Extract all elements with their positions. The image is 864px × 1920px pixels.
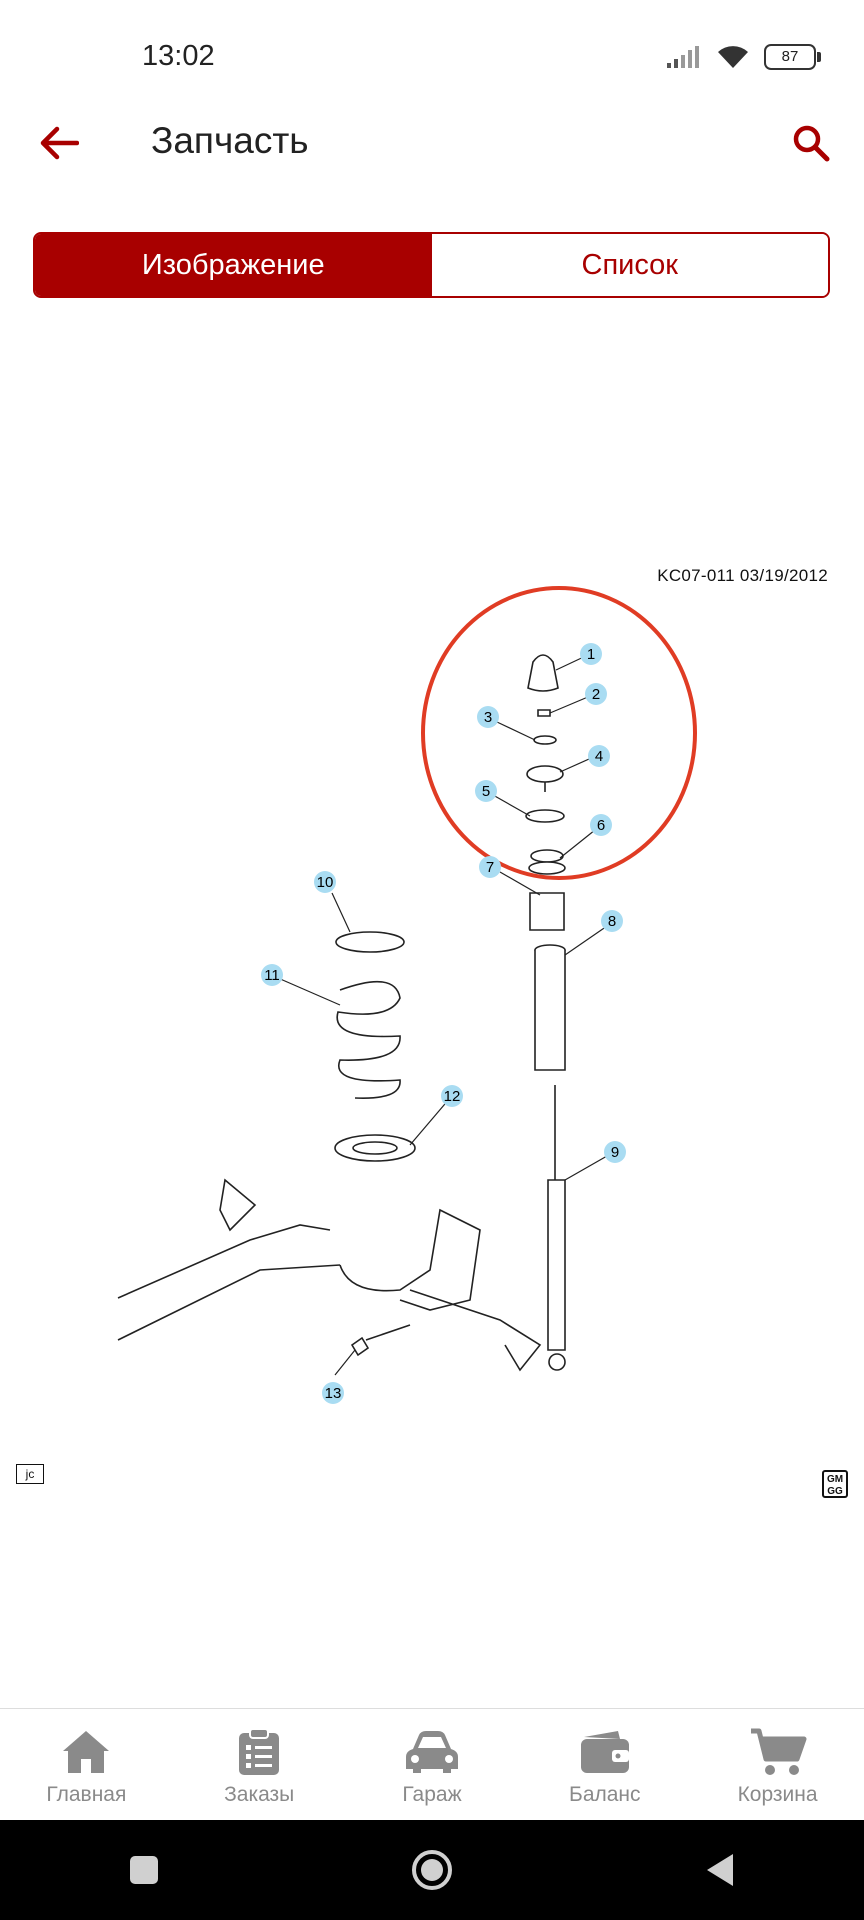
triangle-back-icon [707, 1854, 733, 1886]
svg-text:8: 8 [608, 913, 616, 930]
nav-cart-label: Корзина [737, 1783, 818, 1806]
part-10-seat [335, 931, 405, 953]
callout-1: 1 [580, 643, 602, 665]
back-button[interactable] [30, 114, 88, 172]
nav-home-label: Главная [46, 1783, 127, 1806]
wifi-icon [718, 46, 748, 68]
home-icon [63, 1731, 110, 1773]
wallet-icon [580, 1731, 629, 1773]
nav-garage-label: Гараж [402, 1783, 462, 1806]
part-13-bolt [350, 1324, 411, 1357]
part-11-spring [336, 980, 401, 1099]
status-icons: 87 [666, 42, 821, 72]
callouts: 1 2 3 4 5 6 7 8 9 10 11 12 13 [261, 643, 626, 1404]
car-icon [405, 1731, 458, 1773]
svg-text:9: 9 [611, 1144, 619, 1161]
square-icon [130, 1856, 158, 1884]
svg-text:10: 10 [317, 874, 334, 891]
nav-balance[interactable]: Баланс [518, 1709, 691, 1821]
view-switcher: Изображение Список [33, 232, 830, 298]
callout-6: 6 [590, 814, 612, 836]
bottom-nav: Главная Заказы Гараж Баланс [0, 1708, 864, 1821]
svg-text:1: 1 [587, 646, 595, 663]
svg-text:2: 2 [592, 686, 600, 703]
callout-7: 7 [479, 856, 501, 878]
part-8-boot [534, 950, 566, 1071]
back-system-button[interactable] [690, 1840, 750, 1900]
diagram-lines [117, 654, 566, 1372]
tab-image[interactable]: Изображение [35, 234, 432, 296]
battery-icon: 87 [764, 44, 821, 70]
callout-10: 10 [314, 871, 336, 893]
nav-cart[interactable]: Корзина [691, 1709, 864, 1821]
callout-12: 12 [441, 1085, 463, 1107]
svg-text:11: 11 [264, 967, 280, 984]
part-3-washer [533, 735, 557, 745]
svg-text:4: 4 [595, 748, 603, 765]
circle-icon [412, 1850, 452, 1890]
callout-11: 11 [261, 964, 283, 986]
page-title: Запчасть [151, 120, 309, 161]
app-bar: Запчасть [0, 100, 864, 186]
parts-diagram: 1 2 3 4 5 6 7 8 9 10 11 12 13 [117, 586, 697, 1404]
callout-13: 13 [322, 1382, 344, 1404]
home-system-button[interactable] [402, 1840, 462, 1900]
part-1-cap [527, 654, 559, 692]
part-12-lower-seat [334, 1134, 416, 1162]
signal-icon [667, 46, 699, 68]
status-time: 13:02 [142, 40, 215, 72]
cart-icon [750, 1728, 807, 1775]
part-4-mount [526, 765, 564, 783]
callout-3: 3 [477, 706, 499, 728]
callout-2: 2 [585, 683, 607, 705]
tab-list[interactable]: Список [431, 234, 828, 296]
svg-text:5: 5 [482, 783, 490, 800]
status-bar: 13:02 87 [0, 0, 864, 115]
search-button[interactable] [782, 114, 840, 172]
orders-icon [239, 1728, 280, 1775]
nav-balance-label: Баланс [569, 1783, 641, 1806]
svg-text:3: 3 [484, 709, 492, 726]
svg-text:6: 6 [597, 817, 605, 834]
svg-text:12: 12 [444, 1088, 461, 1105]
highlight-ring [421, 586, 697, 880]
nav-garage[interactable]: Гараж [346, 1709, 519, 1821]
axle-beam [117, 1178, 341, 1341]
system-nav [0, 1820, 864, 1920]
part-7-bumper [529, 892, 565, 931]
callout-4: 4 [588, 745, 610, 767]
nav-orders-label: Заказы [224, 1783, 295, 1806]
recent-apps-button[interactable] [114, 1840, 174, 1900]
diagram-corner-mark: jc [16, 1464, 44, 1484]
callout-9: 9 [604, 1141, 626, 1163]
callout-8: 8 [601, 910, 623, 932]
part-2-nut [537, 709, 551, 717]
arrow-left-icon [40, 126, 79, 160]
part-5-plate [525, 809, 565, 823]
svg-text:7: 7 [486, 859, 494, 876]
callout-5: 5 [475, 780, 497, 802]
search-icon [793, 125, 830, 162]
diagram-code: KC07-011 03/19/2012 [657, 566, 828, 585]
svg-text:13: 13 [325, 1385, 342, 1402]
part-6-bearing [530, 849, 564, 863]
nav-home[interactable]: Главная [0, 1709, 173, 1821]
part-9-shock [547, 1179, 566, 1351]
nav-orders[interactable]: Заказы [173, 1709, 346, 1821]
